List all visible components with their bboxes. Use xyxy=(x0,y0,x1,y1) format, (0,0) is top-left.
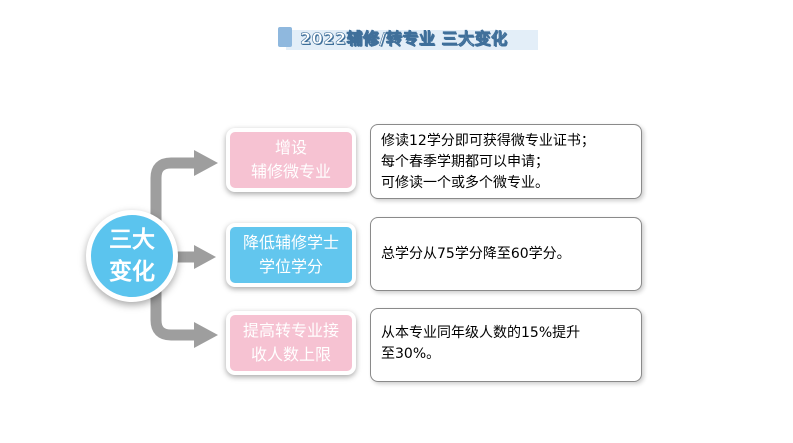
description-line: 至30%。 xyxy=(381,346,441,362)
center-label-line2: 变化 xyxy=(109,259,155,285)
connector-top-branch xyxy=(150,157,196,232)
category-label-line: 降低辅修学士 xyxy=(242,233,339,252)
category-label-line: 学位学分 xyxy=(258,257,323,276)
description-line: 修读12学分即可获得微专业证书； xyxy=(381,133,595,149)
description-box-micro-major: 修读12学分即可获得微专业证书； 每个春季学期都可以申请； 可修读一个或多个微专… xyxy=(370,124,642,199)
center-label-line1: 三大 xyxy=(109,227,155,253)
category-box-micro-major: 增设 辅修微专业 xyxy=(226,128,356,192)
title-highlight-bar xyxy=(286,30,538,50)
title-group: 2022辅修/转专业 三大变化 xyxy=(278,24,507,50)
description-line: 从本专业同年级人数的15%提升 xyxy=(381,325,581,341)
description-line: 总学分从75学分降至60学分。 xyxy=(381,245,571,262)
arrow-head-middle xyxy=(194,245,216,269)
description-box-transfer-cap: 从本专业同年级人数的15%提升 至30%。 xyxy=(370,308,642,382)
category-box-transfer-cap: 提高转专业接 收人数上限 xyxy=(226,311,356,375)
document-icon xyxy=(278,27,292,47)
page-title: 2022辅修/转专业 三大变化 xyxy=(300,29,508,49)
arrow-head-top xyxy=(194,150,218,176)
description-box-degree-credits: 总学分从75学分降至60学分。 xyxy=(370,217,642,291)
category-label-line: 增设 xyxy=(274,138,307,157)
category-label-line: 收人数上限 xyxy=(250,345,331,364)
description-line: 每个春季学期都可以申请； xyxy=(381,154,549,170)
category-label-line: 提高转专业接 xyxy=(242,321,339,340)
description-line: 可修读一个或多个微专业。 xyxy=(381,175,549,191)
connector-bottom-branch xyxy=(150,280,196,341)
center-circle: 三大 变化 xyxy=(86,210,178,302)
arrow-head-bottom xyxy=(194,322,218,348)
category-label-line: 辅修微专业 xyxy=(250,162,331,181)
category-box-degree-credits: 降低辅修学士 学位学分 xyxy=(226,223,356,287)
